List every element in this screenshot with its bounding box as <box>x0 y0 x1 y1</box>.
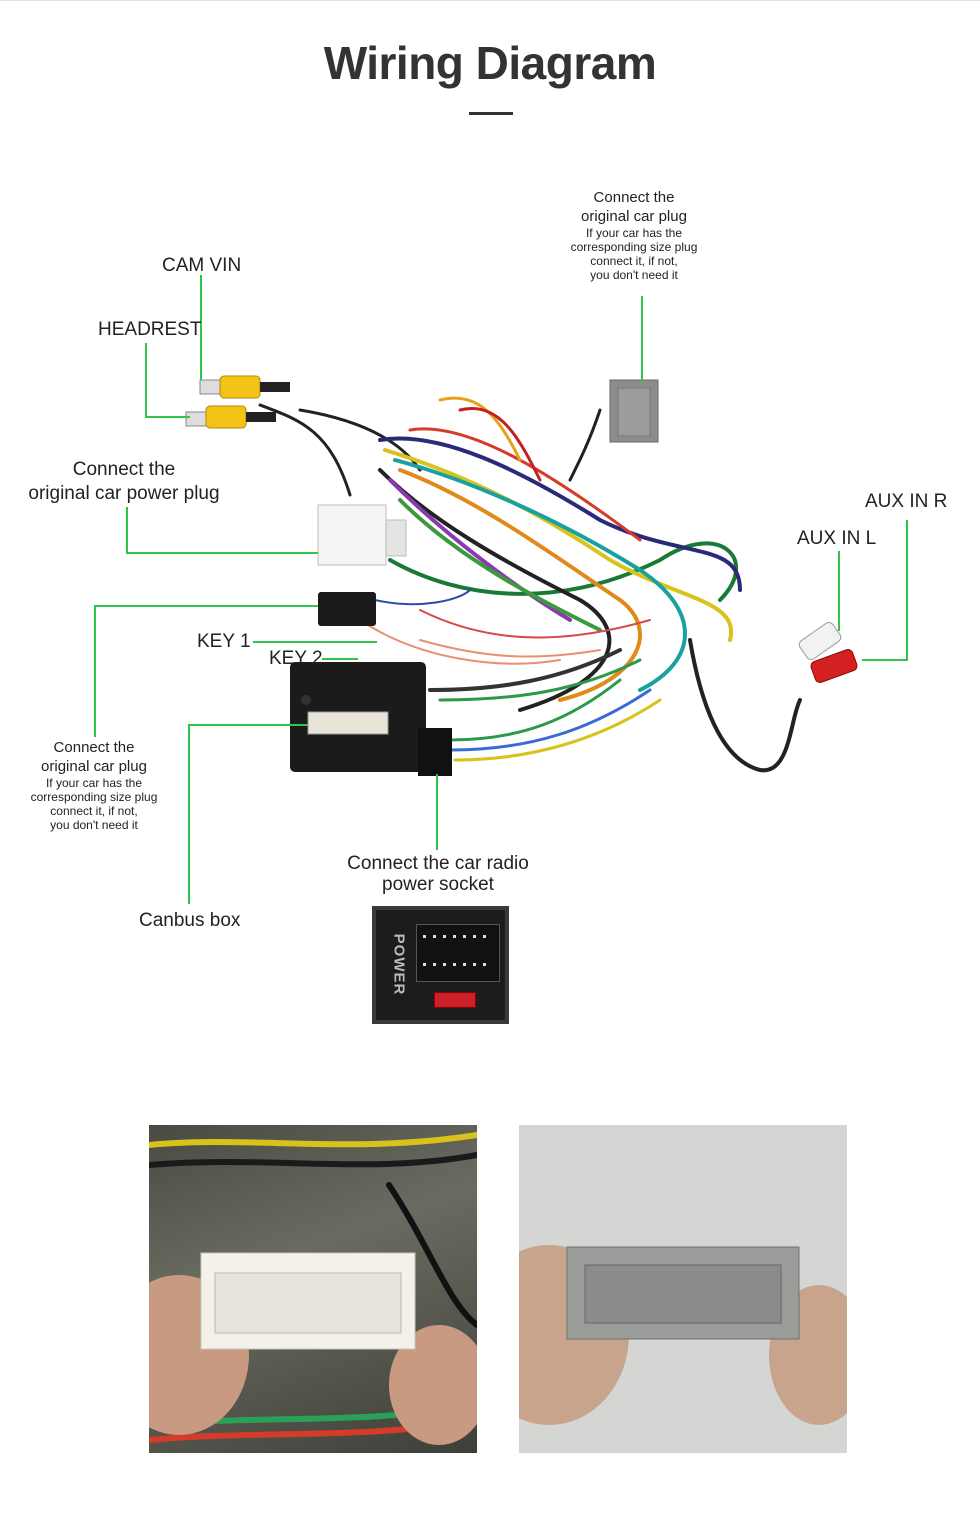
label-canbus-box: Canbus box <box>139 910 241 931</box>
leader-aux-r-h <box>862 659 908 661</box>
leader-canbus-h <box>188 724 308 726</box>
label-radio-socket: Connect the car radio power socket <box>318 853 558 895</box>
note-top-plug-3: connect it, if not, <box>590 254 678 268</box>
label-top-plug: Connect the original car plug If your ca… <box>548 188 720 282</box>
label-aux-in-r: AUX IN R <box>865 491 948 512</box>
white-power-plug <box>317 504 407 566</box>
leader-radio-socket <box>436 774 438 850</box>
top-divider <box>0 0 980 1</box>
power-socket-pins <box>416 924 500 982</box>
label-aux-in-l: AUX IN L <box>797 528 877 549</box>
grey-connector-photo <box>519 1125 847 1453</box>
wire-bundle <box>258 396 802 773</box>
label-power-plug-line2: original car power plug <box>28 483 220 504</box>
canbus-box-device <box>290 662 452 776</box>
headrest-rca-plug <box>185 405 276 429</box>
power-socket-fuse <box>434 992 476 1008</box>
leader-canbus-v <box>188 724 190 904</box>
leader-cam-vin <box>200 275 202 380</box>
label-power-plug: Connect the original car power plug <box>10 458 238 506</box>
label-radio-socket-line1: Connect the car radio <box>347 853 529 874</box>
leader-key2 <box>322 658 358 660</box>
pin-grid-icon <box>423 935 486 966</box>
note-top-plug-4: you don't need it <box>590 268 678 282</box>
white-connector-photo <box>149 1125 477 1453</box>
leader-headrest-h <box>145 416 190 418</box>
note-top-plug-1: If your car has the <box>585 226 683 240</box>
leader-aux-r-v <box>906 520 908 661</box>
white-connector-illustration <box>149 1132 477 1445</box>
power-socket-photo: POWER <box>372 906 509 1024</box>
label-left-plug-line1: Connect the <box>53 739 135 756</box>
leader-power-plug-h <box>126 552 318 554</box>
leader-left-plug-v <box>94 605 96 737</box>
label-left-plug: Connect the original car plug If your ca… <box>10 738 178 832</box>
label-left-plug-line2: original car plug <box>41 758 147 775</box>
aux-rca-plugs <box>798 621 858 683</box>
note-top-plug-2: corresponding size plug <box>570 240 698 254</box>
note-left-plug-3: connect it, if not, <box>50 804 138 818</box>
label-key1: KEY 1 <box>197 631 251 652</box>
leader-headrest-v <box>145 343 147 417</box>
leader-left-plug-h <box>94 605 318 607</box>
page-title: Wiring Diagram <box>323 37 657 89</box>
label-top-plug-line1: Connect the <box>593 189 675 206</box>
cam-vin-rca-plug <box>199 375 290 399</box>
note-left-plug-2: corresponding size plug <box>30 790 158 804</box>
label-power-plug-line1: Connect the <box>72 459 176 480</box>
label-radio-socket-line2: power socket <box>382 874 494 895</box>
note-left-plug-4: you don't need it <box>50 818 138 832</box>
title-underline <box>469 112 513 115</box>
note-left-plug-1: If your car has the <box>45 776 143 790</box>
label-headrest: HEADREST <box>98 319 202 340</box>
leader-key1 <box>253 641 377 643</box>
label-top-plug-line2: original car plug <box>581 208 687 225</box>
label-cam-vin: CAM VIN <box>162 255 242 276</box>
grey-car-plug <box>609 379 659 443</box>
black-car-plug <box>318 592 376 626</box>
label-key2: KEY 2 <box>269 648 323 669</box>
grey-connector-illustration <box>519 1245 847 1425</box>
leader-aux-l <box>838 551 840 631</box>
leader-power-plug-v <box>126 507 128 553</box>
leader-top-plug <box>641 296 643 382</box>
power-socket-label: POWER <box>390 933 408 996</box>
